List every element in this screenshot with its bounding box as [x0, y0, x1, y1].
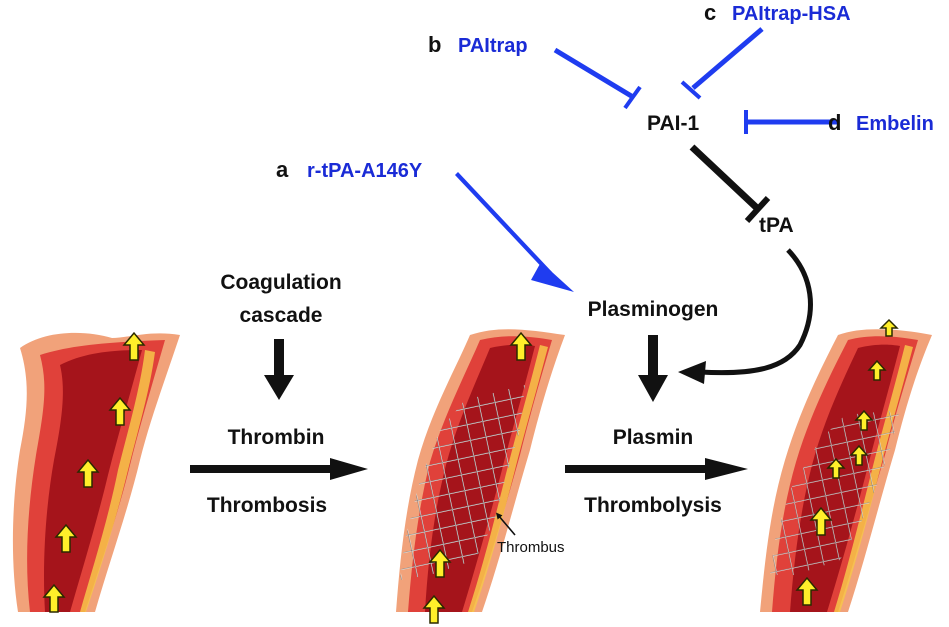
flow-arrow-icon — [428, 548, 452, 578]
pathway-arrows — [190, 335, 748, 480]
recanalized-vessel — [760, 318, 932, 612]
inhibitor-links — [553, 27, 838, 134]
thrombolysis-arrow — [565, 458, 748, 480]
inhibitor-name-paitrap-hsa: PAItrap-HSA — [732, 3, 851, 25]
thrombosis-arrow — [190, 458, 368, 480]
flow-arrow-icon — [809, 506, 833, 536]
tpa-activation-arrowhead — [678, 361, 706, 384]
flow-arrow-icon — [867, 359, 887, 381]
pai1-label: PAI-1 — [647, 112, 699, 135]
pai1-inhibits-tpa — [689, 144, 771, 224]
inhibitor-letter-c: c — [704, 0, 716, 25]
flow-arrow-icon — [42, 583, 66, 613]
inhibitor-letter-b: b — [428, 32, 441, 57]
paitrap-hsa-inhibition-line — [691, 27, 764, 90]
coagulation-cascade-line2: cascade — [240, 304, 323, 327]
inhibitor-name-r-tpa-a146y: r-tPA-A146Y — [307, 160, 423, 182]
vessel-highlight — [80, 350, 155, 612]
thrombosis-label: Thrombosis — [207, 494, 327, 517]
flow-arrow-icon — [122, 331, 146, 361]
inhibitor-letter-d: d — [828, 110, 841, 135]
flow-arrow-icon — [826, 457, 846, 479]
tpa-activation-arrow — [699, 248, 813, 376]
plasminogen-label: Plasminogen — [588, 298, 719, 321]
inhibitor-name-embelin: Embelin — [856, 113, 934, 135]
flow-arrows — [42, 331, 146, 613]
stent-mesh — [400, 385, 525, 580]
r-tpa-a146y-activation — [455, 172, 574, 292]
thrombus-label: Thrombus — [497, 539, 565, 556]
flow-arrow-icon — [854, 409, 874, 431]
thrombosed-vessel — [396, 329, 565, 624]
flow-arrow-icon — [509, 331, 533, 361]
inhibitor-name-paitrap: PAItrap — [458, 35, 528, 57]
thrombin-label: Thrombin — [228, 426, 325, 449]
flow-arrow-icon — [879, 318, 899, 337]
inhibitor-letter-a: a — [276, 157, 289, 182]
flow-arrow-icon — [108, 396, 132, 426]
paitrap-inhibition-line — [553, 47, 635, 100]
flow-arrow-icon — [54, 523, 78, 553]
flow-arrows — [795, 318, 899, 606]
flow-arrow-icon — [422, 594, 446, 624]
tpa-label: tPA — [759, 214, 794, 237]
coagulation-cascade-line1: Coagulation — [220, 271, 341, 294]
thrombus-pointer — [495, 512, 516, 536]
flow-arrow-icon — [849, 444, 869, 466]
plasmin-label: Plasmin — [613, 426, 694, 449]
coagulation-to-thrombin-arrow — [264, 339, 294, 400]
flow-arrow-icon — [76, 458, 100, 488]
thrombolysis-label: Thrombolysis — [584, 494, 722, 517]
healthy-vessel — [12, 331, 180, 613]
plasminogen-to-plasmin-arrow — [638, 335, 668, 402]
flow-arrow-icon — [795, 576, 819, 606]
flow-arrows — [422, 331, 533, 624]
vessel-highlight — [468, 345, 548, 612]
stent-mesh — [770, 410, 900, 575]
